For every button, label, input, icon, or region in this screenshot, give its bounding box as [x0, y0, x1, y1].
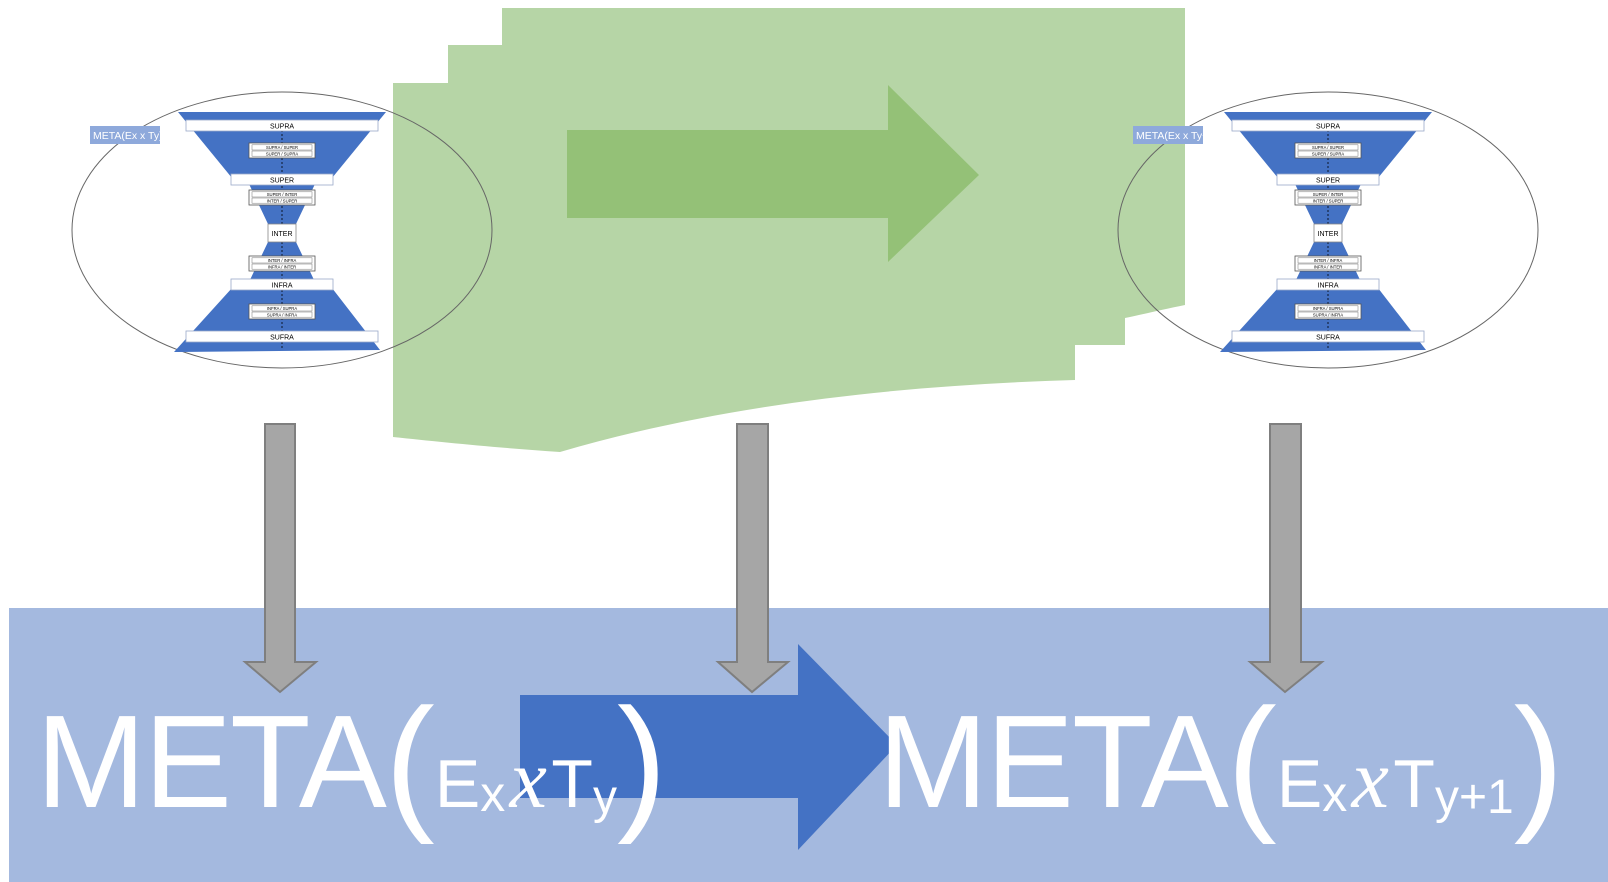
left-model-level-infra-box [230, 278, 334, 291]
formula-right: META(Ex x Ty+1) [878, 680, 1564, 836]
left-model-level-supra: SUPRA [270, 124, 294, 131]
left-model-link-supra-super-label-a: SUPRA / SUPER [266, 145, 298, 150]
down-arrow-middle [715, 423, 791, 694]
left-model-link-inter-infra-label-a: INTER / INFRA [268, 258, 297, 263]
left-model-tag-text: META(Ex x Ty) [93, 130, 163, 142]
formula-right-e: E [1276, 746, 1323, 822]
left-model-link-super-inter-row-b [251, 197, 313, 204]
formula-right-open-paren: ( [1226, 677, 1277, 845]
blue-transition-arrow [520, 644, 897, 850]
right-model-level-sufra: SUFRA [1316, 335, 1340, 342]
formula-left-e: E [434, 746, 481, 822]
formula-right-t: T [1393, 746, 1435, 822]
left-model-link-supra-super-row-b [251, 150, 313, 157]
formula-left-close-paren: ) [616, 677, 667, 845]
left-model-link-supra-super-label-b: SUPER / SUPRA [266, 151, 299, 156]
right-model-level-supra-box [1231, 119, 1425, 132]
formula-left: META(Ex x Ty) [36, 680, 667, 836]
left-model-tag: META(Ex x Ty) [90, 126, 163, 144]
formula-left-e-subscript: x [480, 766, 506, 822]
formula-left-t: T [551, 746, 593, 822]
right-model-level-sufra-box [1231, 330, 1425, 343]
green-wave-shape [393, 8, 1185, 452]
left-model-link-supra-super-row-a [251, 144, 313, 151]
right-model-link-supra-super-row-a [1297, 144, 1359, 151]
formula-right-close-paren: ) [1513, 677, 1564, 845]
right-model-link-infra-supra-row-a [1297, 305, 1359, 312]
right-model-link-inter-infra-row-a [1297, 257, 1359, 264]
right-model-tag: META(Ex x Ty+1) [1133, 126, 1218, 144]
down-arrow-left [242, 423, 319, 694]
right-model-link-super-inter-row-a [1297, 191, 1359, 198]
right-model-link-super-inter-label-a: SUPER / INTER [1313, 192, 1343, 197]
right-model-level-inter: INTER [1318, 231, 1339, 238]
right-model-link-supra-super-label-b: SUPER / SUPRA [1312, 151, 1345, 156]
left-model-link-infra-supra-label-a: INFRA / SUPRA [267, 306, 297, 311]
down-arrow-right [1247, 423, 1325, 694]
left-model-level-supra-box [185, 119, 379, 132]
left-model-link-infra-supra-label-b: SUPRA / INFRA [267, 312, 297, 317]
right-model-level-inter-box [1313, 223, 1343, 243]
right-model-link-super-inter-label-b: INTER / SUPER [1313, 198, 1343, 203]
right-model-level-infra-box [1276, 278, 1380, 291]
left-model-level-infra: INFRA [272, 283, 293, 290]
right-model-level-supra: SUPRA [1316, 124, 1340, 131]
left-model-level-super-box [230, 173, 334, 186]
right-model-link-inter-infra-row-b [1297, 263, 1359, 270]
left-model-link-super-inter-label-a: SUPER / INTER [267, 192, 297, 197]
right-model-level-super: SUPER [1316, 178, 1340, 185]
left-model-level-inter-box [267, 223, 297, 243]
left-model-link-super-inter-label-b: INTER / SUPER [267, 198, 297, 203]
left-model-ellipse [71, 91, 493, 369]
left-model-link-inter-infra-row-a [251, 257, 313, 264]
formula-right-e-subscript: x [1322, 766, 1348, 822]
formula-left-open-paren: ( [384, 677, 435, 845]
right-model-link-supra-super-label-a: SUPRA / SUPER [1312, 145, 1344, 150]
right-model-tag-text: META(Ex x Ty+1) [1136, 130, 1218, 142]
formula-left-times: x [509, 733, 547, 826]
left-model-level-inter: INTER [272, 231, 293, 238]
right-model-link-infra-supra-label-a: INFRA / SUPRA [1313, 306, 1343, 311]
right-model-link-supra-super-row-b [1297, 150, 1359, 157]
right-model-link-inter-infra-label-a: INTER / INFRA [1314, 258, 1343, 263]
right-model-link-infra-supra-row-b [1297, 311, 1359, 318]
formula-left-meta: META [36, 688, 387, 835]
right-model-link-infra-supra-label-b: SUPRA / INFRA [1313, 312, 1343, 317]
right-model-level-infra: INFRA [1318, 283, 1339, 290]
formula-right-t-subscript: y+1 [1434, 771, 1514, 824]
left-model-tag-box [90, 126, 160, 144]
green-transition-arrow [567, 85, 979, 262]
left-model-level-sufra-box [185, 330, 379, 343]
left-model-link-inter-infra-row-b [251, 263, 313, 270]
left-model-link-inter-infra-label-b: INFRA / INTER [268, 264, 296, 269]
right-model-tag-box [1133, 126, 1203, 144]
left-model-level-super: SUPER [270, 178, 294, 185]
left-model-link-super-inter-row-a [251, 191, 313, 198]
formula-right-times: x [1351, 733, 1389, 826]
left-model-link-infra-supra-row-a [251, 305, 313, 312]
right-model-ellipse [1117, 91, 1539, 369]
formula-right-meta: META [878, 688, 1229, 835]
formula-left-t-subscript: y [592, 771, 617, 824]
right-model-level-super-box [1276, 173, 1380, 186]
right-model-link-inter-infra-label-b: INFRA / INTER [1314, 264, 1342, 269]
left-model-level-sufra: SUFRA [270, 335, 294, 342]
left-model-link-infra-supra-row-b [251, 311, 313, 318]
right-model-link-super-inter-row-b [1297, 197, 1359, 204]
